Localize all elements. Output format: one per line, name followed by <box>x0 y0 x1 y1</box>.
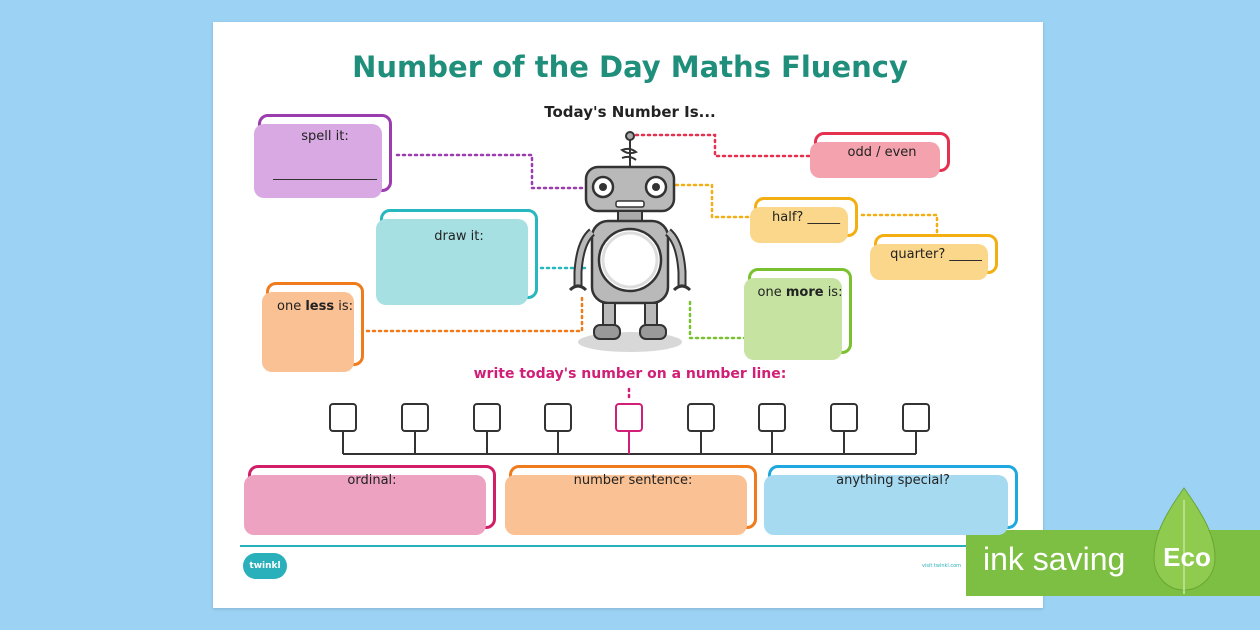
ordinal-label: ordinal: <box>347 473 397 488</box>
odd-even-box[interactable]: odd / even <box>810 132 950 178</box>
draw-it-label: draw it: <box>434 229 484 244</box>
odd-even-label: odd / even <box>847 145 917 160</box>
one-more-bold: more <box>785 285 824 300</box>
half-box[interactable]: half? _____ <box>750 197 858 243</box>
anything-special-box[interactable]: anything special? <box>764 465 1018 535</box>
quarter-label: quarter? _____ <box>890 247 982 262</box>
one-less-text: one <box>277 299 306 314</box>
one-more-label: one more is: <box>751 285 849 300</box>
spell-it-box[interactable]: spell it: <box>254 114 392 198</box>
number-sentence-label: number sentence: <box>573 473 693 488</box>
twinkl-logo: twinkl <box>243 553 287 579</box>
one-less-box[interactable]: one less is: <box>262 282 364 372</box>
leaf-icon <box>1153 487 1216 594</box>
one-more-box[interactable]: one more is: <box>744 268 852 360</box>
number-sentence-box[interactable]: number sentence: <box>505 465 757 535</box>
anything-special-label: anything special? <box>836 473 950 488</box>
number-line <box>329 403 930 455</box>
ordinal-box[interactable]: ordinal: <box>244 465 496 535</box>
one-less-bold: less <box>305 299 335 314</box>
todays-number-heading: Today's Number Is... <box>544 103 716 121</box>
robot-illustration <box>568 131 692 352</box>
footer-divider <box>240 545 1020 547</box>
one-more-text: one <box>757 285 786 300</box>
number-line-prompt: write today's number on a number line: <box>473 366 787 382</box>
one-less-label: one less is: <box>269 299 361 314</box>
footer-url: visit twinkl.com <box>922 563 962 569</box>
draw-it-box[interactable]: draw it: <box>376 209 538 305</box>
one-more-suffix: is: <box>823 285 843 300</box>
eco-badge-label: Eco <box>1163 542 1211 572</box>
spell-it-label: spell it: <box>301 129 349 144</box>
page-title: Number of the Day Maths Fluency <box>352 50 908 84</box>
one-less-suffix: is: <box>334 299 353 314</box>
ink-saving-label: ink saving <box>983 541 1126 577</box>
half-label: half? _____ <box>772 210 840 225</box>
quarter-box[interactable]: quarter? _____ <box>870 234 998 280</box>
answer-line <box>273 179 377 180</box>
